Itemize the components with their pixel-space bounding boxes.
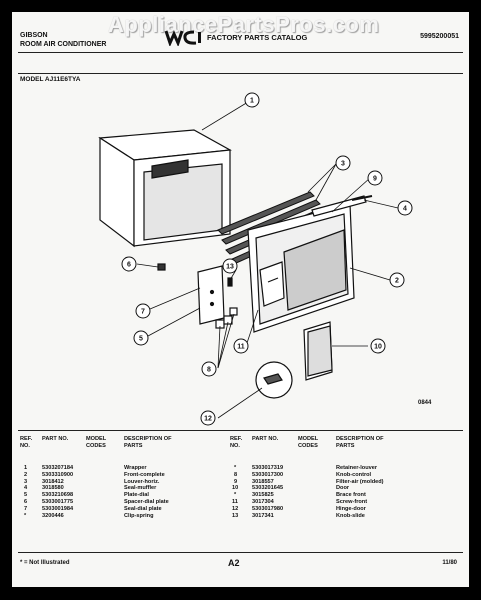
col-description: DESCRIPTION OF PARTS — [336, 436, 384, 449]
svg-text:2: 2 — [395, 278, 399, 285]
slide-knob-part — [227, 277, 233, 287]
page-number: A2 — [228, 558, 240, 568]
svg-text:10: 10 — [374, 344, 382, 351]
svg-text:1: 1 — [250, 98, 254, 105]
callout-13: 13 — [222, 258, 238, 274]
callout-2: 2 — [389, 272, 405, 288]
svg-text:5: 5 — [139, 336, 143, 343]
col-ref-no: REF. NO. — [230, 436, 243, 449]
callout-11: 11 — [233, 338, 249, 354]
svg-text:12: 12 — [204, 416, 212, 423]
svg-text:4: 4 — [403, 206, 407, 213]
front-panel-part — [247, 203, 355, 333]
catalog-title: FACTORY PARTS CATALOG — [207, 33, 308, 42]
svg-text:8: 8 — [207, 367, 211, 374]
exploded-parts-diagram: 1 2 3 4 5 6 7 8 9 10 11 12 13 — [98, 92, 413, 426]
product-type: ROOM AIR CONDITIONER — [20, 41, 107, 48]
col-ref-no: REF. NO. — [20, 436, 33, 449]
svg-text:13: 13 — [226, 264, 234, 271]
model-divider — [18, 73, 463, 74]
dial-plate-part — [197, 265, 225, 325]
svg-text:3: 3 — [341, 161, 345, 168]
callout-5: 5 — [133, 330, 149, 346]
callout-10: 10 — [370, 338, 386, 354]
svg-text:11: 11 — [237, 344, 245, 351]
callout-9: 9 — [367, 170, 383, 186]
spacer-part — [157, 263, 166, 271]
svg-text:9: 9 — [373, 176, 377, 183]
footer-divider — [18, 552, 463, 553]
wci-logo-icon — [164, 30, 201, 46]
callout-4: 4 — [397, 200, 413, 216]
table-top-divider — [18, 430, 463, 431]
wrapper-part — [98, 129, 232, 248]
callout-3: 3 — [335, 155, 351, 171]
brand-name: GIBSON — [20, 32, 48, 39]
revision-date: 11/80 — [442, 560, 457, 566]
svg-text:7: 7 — [141, 309, 145, 316]
callout-12: 12 — [200, 410, 216, 426]
callout-8: 8 — [201, 361, 217, 377]
parts-catalog-page: AppliancePartsPros.com GIBSON ROOM AIR C… — [12, 12, 469, 587]
col-model-codes: MODEL CODES — [86, 436, 107, 449]
callout-7: 7 — [135, 303, 151, 319]
svg-text:6: 6 — [127, 262, 131, 269]
model-number: MODEL AJ11E6TYA — [20, 76, 81, 83]
figure-code: 0844 — [418, 400, 432, 406]
header-divider — [18, 52, 463, 53]
callout-1: 1 — [244, 92, 260, 108]
watermark: AppliancePartsPros.com — [108, 12, 380, 37]
footnote: * = Not Illustrated — [20, 560, 70, 566]
col-part-no: PART NO. — [42, 436, 69, 442]
col-model-codes: MODEL CODES — [298, 436, 319, 449]
col-part-no: PART NO. — [252, 436, 279, 442]
catalog-number: 5995200051 — [420, 33, 459, 40]
callout-6: 6 — [121, 256, 137, 272]
col-description: DESCRIPTION OF PARTS — [124, 436, 172, 449]
